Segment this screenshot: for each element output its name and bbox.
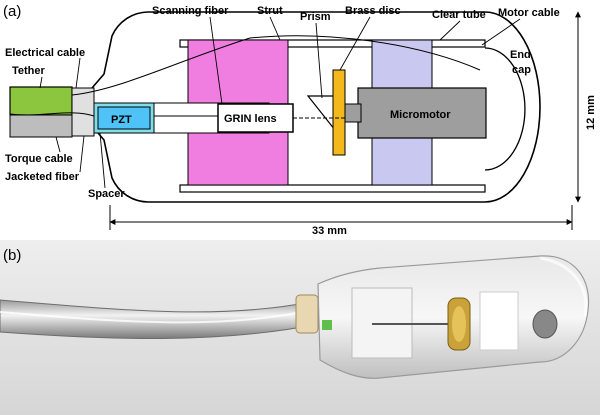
panel-a-tag: (a) [3, 3, 21, 20]
panel-b-tag: (b) [3, 247, 21, 264]
label-torque-cable: Torque cable [5, 153, 73, 165]
label-cap: cap [512, 64, 531, 76]
clear-tube-top [179, 39, 486, 48]
leader-lines [39, 16, 521, 189]
label-strut: Strut [257, 5, 283, 17]
brass-disc [332, 69, 346, 156]
micromotor [357, 87, 487, 139]
photo-green-chip [322, 320, 332, 330]
dim-height-label: 12 mm [585, 95, 597, 130]
micromotor-label: Micromotor [390, 109, 451, 121]
label-motor-cable: Motor cable [498, 7, 560, 19]
label-end: End [510, 49, 531, 61]
torque-cable-gray [9, 114, 73, 138]
jacketed-fiber [71, 87, 95, 137]
schematic-diagram: (a) PZT GRIN lens Micromotor Scanning fi… [3, 3, 597, 237]
photo-motor-shaft [532, 309, 558, 339]
label-electrical-cable: Electrical cable [5, 47, 85, 59]
motor-cable-wire [71, 35, 481, 96]
label-brass-disc: Brass disc [345, 5, 401, 17]
photo-motor-block [479, 291, 519, 351]
label-prism: Prism [300, 11, 331, 23]
label-clear-tube: Clear tube [432, 9, 486, 21]
pzt-label: PZT [111, 114, 132, 126]
motor-shaft [344, 103, 362, 123]
pzt [97, 106, 151, 130]
dim-length-label: 33 mm [312, 225, 347, 237]
tether [9, 86, 73, 116]
clear-tube-bottom [179, 184, 486, 193]
device-photo: (b) [0, 240, 600, 415]
label-tether: Tether [12, 65, 46, 77]
label-spacer: Spacer [88, 188, 125, 200]
grin-lens-label: GRIN lens [224, 113, 277, 125]
end-cap [484, 47, 526, 171]
label-scanning-fiber: Scanning fiber [152, 5, 229, 17]
label-jacketed-fiber: Jacketed fiber [5, 171, 80, 183]
tether-wire [9, 112, 95, 117]
photo-collar [295, 294, 319, 334]
